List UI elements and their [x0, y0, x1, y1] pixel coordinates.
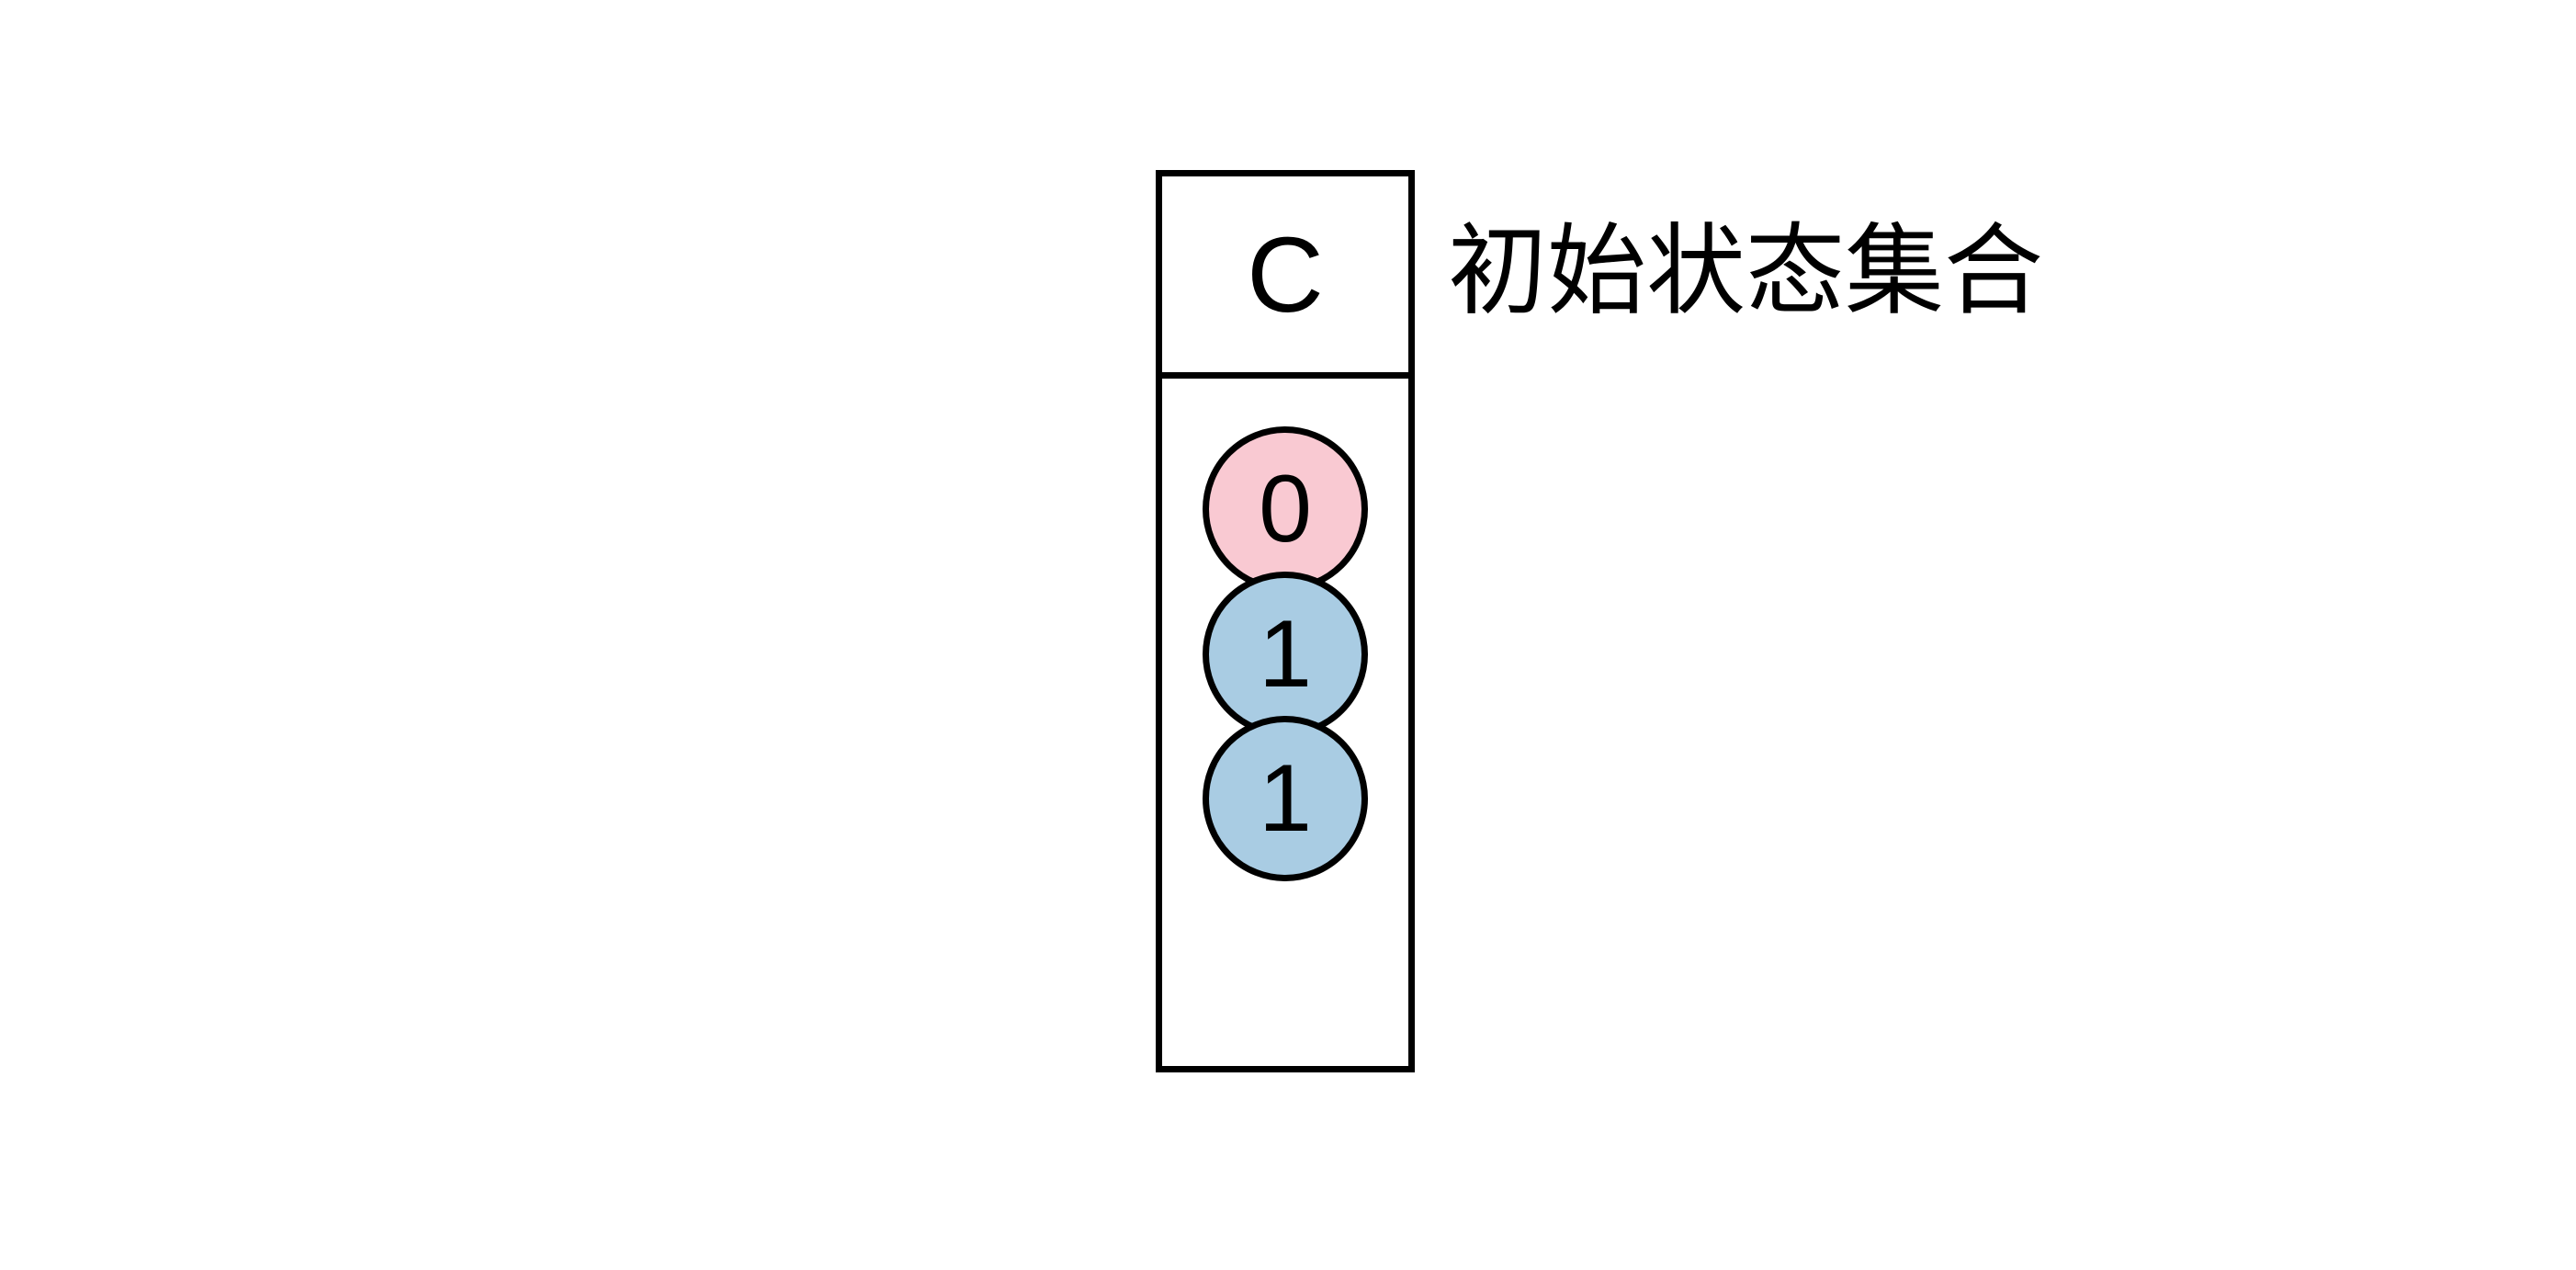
state-node: 1 — [1203, 716, 1368, 881]
state-node-label: 1 — [1259, 745, 1312, 852]
column-header-label: C — [1247, 214, 1324, 335]
state-node-label: 0 — [1259, 456, 1312, 562]
state-node-label: 1 — [1259, 601, 1312, 708]
state-node: 0 — [1203, 426, 1368, 592]
column-body-cell: 0 1 1 — [1162, 379, 1408, 1066]
annotation-label: 初始状态集合 — [1448, 215, 2044, 326]
column-header-cell: C — [1162, 176, 1408, 379]
state-node: 1 — [1203, 572, 1368, 737]
annotation: 初始状态集合 — [1448, 170, 2043, 372]
state-set-column: C 0 1 1 — [1156, 170, 1415, 1072]
